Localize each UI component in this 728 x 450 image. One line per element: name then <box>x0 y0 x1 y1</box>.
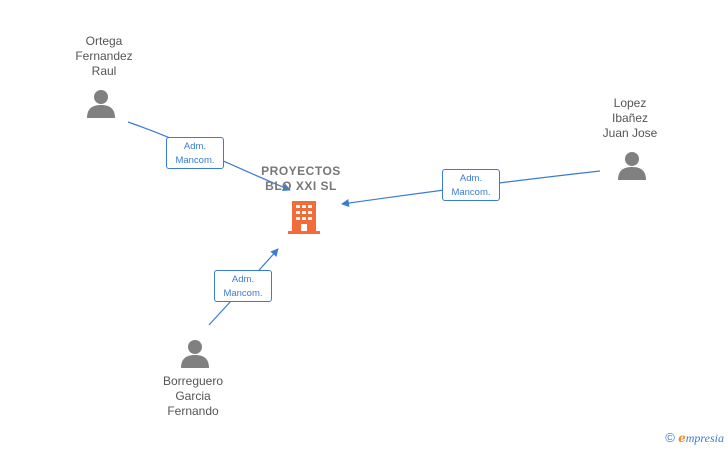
person-name-lopez[interactable]: Lopez Ibañez Juan Jose <box>575 96 685 141</box>
company-name-line2: BLO XXI SL <box>265 179 337 193</box>
person-name-line: Borreguero <box>162 374 224 388</box>
company-name[interactable]: PROYECTOS BLO XXI SL <box>241 164 361 194</box>
edge-label-line2: Mancom. <box>451 187 491 198</box>
person-name-line: Lopez <box>613 96 647 110</box>
person-name-line: Raul <box>91 64 117 78</box>
person-name-line: Fernandez <box>75 49 133 63</box>
person-icon[interactable] <box>617 150 647 180</box>
brand-initial: e <box>678 431 686 445</box>
edge-label-line1: Adm. <box>231 274 255 285</box>
brand-name: mpresia <box>685 431 724 445</box>
edge-label-borreguero[interactable]: Adm. Mancom. <box>214 270 272 302</box>
person-icon[interactable] <box>180 338 210 368</box>
person-icon[interactable] <box>86 88 116 118</box>
copyright-icon: © <box>665 430 675 445</box>
empresia-logo[interactable]: © empresia <box>665 430 724 446</box>
edge-label-line2: Mancom. <box>223 288 263 299</box>
person-name-line: Ibañez <box>611 111 649 125</box>
person-name-line: Fernando <box>167 404 219 418</box>
edge-label-lopez[interactable]: Adm. Mancom. <box>442 169 500 201</box>
person-name-borreguero[interactable]: Borreguero Garcia Fernando <box>138 374 248 419</box>
person-name-line: Garcia <box>175 389 211 403</box>
edge-label-line2: Mancom. <box>175 155 215 166</box>
person-name-ortega[interactable]: Ortega Fernandez Raul <box>49 34 159 79</box>
edge-label-line1: Adm. <box>183 141 207 152</box>
company-name-line1: PROYECTOS <box>261 164 341 178</box>
person-name-line: Ortega <box>85 34 123 48</box>
person-name-line: Juan Jose <box>602 126 658 140</box>
edge-label-line1: Adm. <box>459 173 483 184</box>
building-icon[interactable] <box>287 199 321 235</box>
edge-label-ortega[interactable]: Adm. Mancom. <box>166 137 224 169</box>
